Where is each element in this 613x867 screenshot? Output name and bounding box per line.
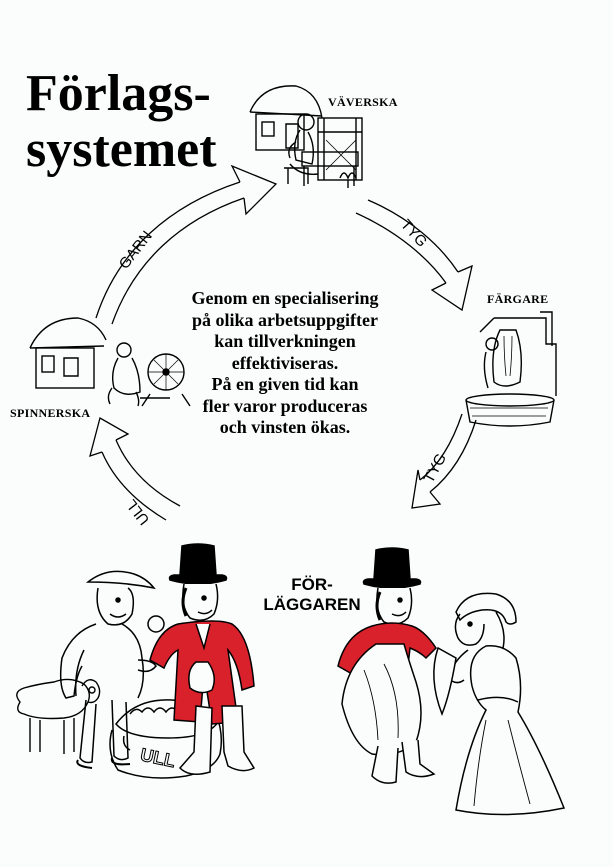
- arrow-tyg-2-label: TYG: [421, 451, 450, 486]
- wool-sack-label: ULL: [139, 745, 177, 772]
- arrow-tyg-2: [411, 413, 477, 509]
- spinner-label: SPINNERSKA: [10, 406, 91, 420]
- center-explanation: Genom en specialisering på olika arbetsu…: [160, 288, 410, 439]
- weaver-illustration: [249, 85, 363, 188]
- title-line-2: systemet: [26, 121, 217, 178]
- center-line: kan tillverkningen: [214, 331, 356, 351]
- title-line-1: Förlags-: [26, 65, 211, 122]
- arrow-tyg-1-label: TYG: [397, 216, 430, 250]
- woman-illustration: [433, 592, 566, 816]
- arrow-ull: [89, 417, 181, 521]
- sheep-illustration: [16, 678, 101, 754]
- dyer-illustration: [465, 311, 557, 427]
- spinner-illustration: [29, 317, 191, 407]
- center-line: effektiviseras.: [231, 352, 339, 373]
- merchant-label: FÖR- LÄGGAREN: [262, 575, 362, 615]
- center-line: fler varor produceras: [202, 395, 368, 416]
- arrow-ull-label: ULL: [123, 496, 153, 528]
- merchant-label-line-1: FÖR-: [291, 575, 333, 594]
- merchant-right-illustration: [337, 547, 437, 784]
- farmer-illustration: [59, 570, 157, 769]
- dyer-label: FÄRGARE: [487, 292, 549, 306]
- arrow-tyg-1: [355, 199, 473, 312]
- merchant-label-line-2: LÄGGAREN: [263, 595, 361, 614]
- page-title: Förlags- systemet: [26, 66, 217, 178]
- center-line: Genom en specialisering: [191, 288, 379, 308]
- arrow-garn: [95, 164, 278, 325]
- center-line: på olika arbetsuppgifter: [191, 309, 378, 330]
- center-line: På en given tid kan: [211, 374, 359, 394]
- weaver-label: VÄVERSKA: [328, 95, 398, 109]
- merchant-left-illustration: [147, 543, 256, 775]
- arrow-garn-label: GARN: [116, 228, 156, 273]
- center-line: och vinsten ökas.: [219, 417, 351, 437]
